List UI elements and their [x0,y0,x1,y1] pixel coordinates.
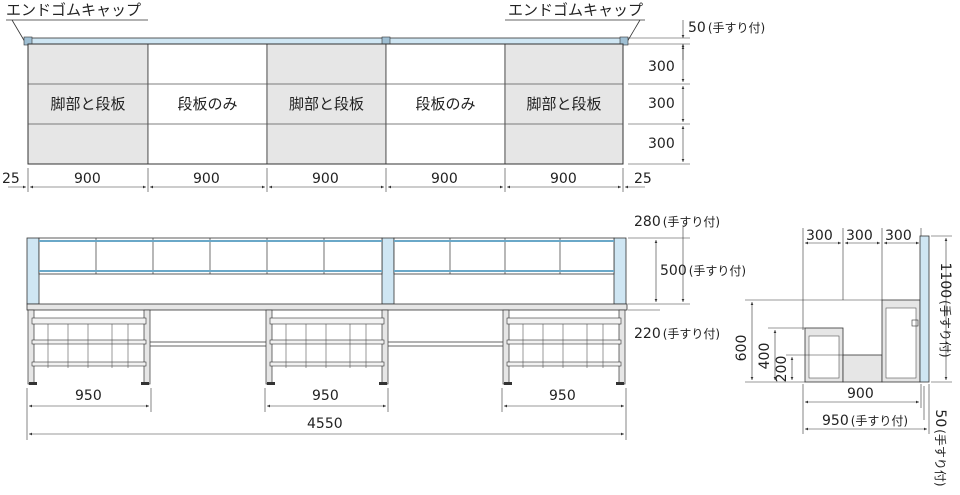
side-top-dim-2: 300 [846,228,873,244]
side-view: 300 300 300 600 400 200 900 950(手すり付) [734,228,953,487]
total-dim: 4550 [307,416,343,432]
leg-module-3 [502,309,626,385]
row-dim-3: 300 [648,136,675,152]
col-dim-4: 900 [431,171,458,187]
rail-post-right [613,237,627,305]
top-column-2 [147,43,268,165]
rail-post-mid [381,237,395,305]
bay-dim-2: 950 [312,388,339,404]
front-dim-500: 500(手すり付) [660,263,746,279]
leg-module-2 [265,309,389,385]
step-base [842,354,883,383]
column-label-5: 脚部と段板 [526,95,601,113]
column-label-2: 段板のみ [177,95,237,113]
column-label-1: 脚部と段板 [50,95,125,113]
rail-post-left [26,237,40,305]
bay-dim-1: 950 [75,388,102,404]
end-cap-label-left: エンドゴムキャップ [6,1,141,19]
top-column-4 [385,43,506,165]
end-cap-label-right: エンドゴムキャップ [508,1,643,19]
leg-module-1 [27,309,151,385]
side-dim-200: 200 [774,356,790,383]
top-column-3 [266,43,387,165]
side-top-dim-1: 300 [806,228,833,244]
side-dim-950: 950(手すり付) [822,413,908,429]
rail-panel-right [393,237,615,275]
front-dim-280: 280(手すり付) [634,214,720,230]
row-dim-1: 300 [648,59,675,75]
side-dim-50: 50(手すり付) [932,409,948,486]
front-view: 280(手すり付) 500(手すり付) 220(手すり付) 950 950 95… [26,214,746,440]
right-margin-dim: 25 [634,171,652,187]
column-label-3: 脚部と段板 [289,95,364,113]
col-dim-3: 900 [312,171,339,187]
side-handrail [919,235,930,383]
col-dim-5: 900 [550,171,577,187]
front-dim-220: 220(手すり付) [634,326,720,342]
handrail-top [25,37,627,45]
side-top-dim-3: 300 [885,228,912,244]
deck [26,303,628,311]
side-dim-1100: 1100(手すり付) [937,262,953,357]
side-dim-900: 900 [847,386,874,402]
rail-panel-left [38,237,383,275]
row-dim-2: 300 [648,96,675,112]
end-cap-right [619,36,629,46]
top-column-5 [504,43,624,165]
top-view: エンドゴムキャップ エンドゴムキャップ 脚部と段板 段板のみ 脚部と段板 段板のみ 脚部… [2,1,765,192]
side-dim-600: 600 [734,335,750,362]
side-dim-400: 400 [757,343,773,370]
top-frame [27,43,624,165]
column-label-4: 段板のみ [415,95,475,113]
bay-dim-3: 950 [549,388,576,404]
left-margin-dim: 25 [2,171,20,187]
handrail-height-dim: 50(手すり付) [688,20,765,36]
col-dim-2: 900 [193,171,220,187]
col-dim-1: 900 [74,171,101,187]
